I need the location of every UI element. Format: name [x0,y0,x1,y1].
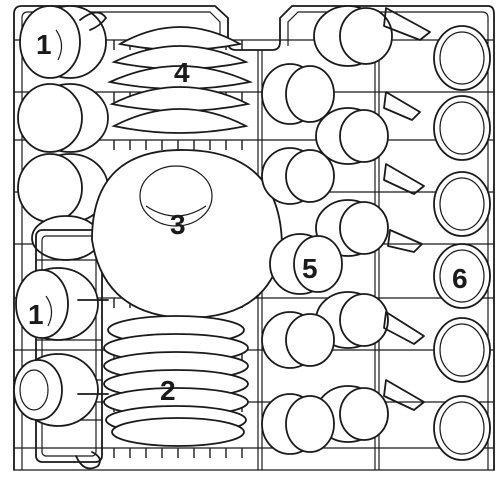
cup-basket [14,230,108,468]
right-glasses [384,8,490,460]
plate-stack [104,316,248,446]
label-glasses: 6 [452,263,468,294]
label-middle-cups: 5 [302,253,318,284]
label-bowl-stack: 4 [174,57,190,88]
label-plates: 2 [160,375,176,406]
label-large-bowl: 3 [170,209,186,240]
large-bowl [92,150,282,318]
label-cups-basket: 1 [28,299,44,330]
label-cups-top: 1 [36,29,52,60]
